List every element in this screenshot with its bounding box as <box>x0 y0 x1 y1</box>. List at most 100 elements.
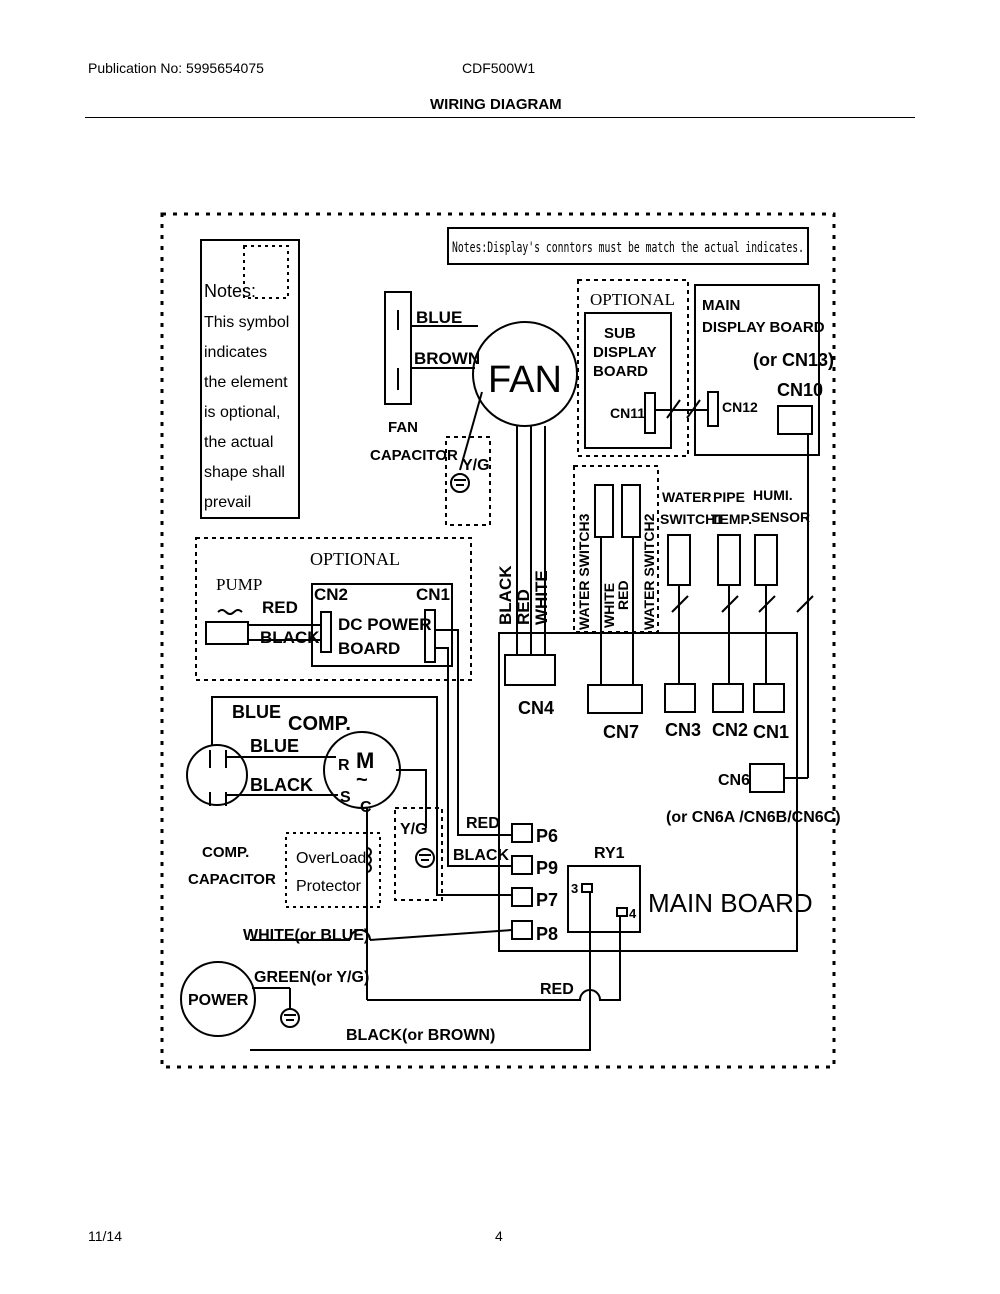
water-switch2 <box>621 484 641 538</box>
comp-s: S <box>340 789 351 806</box>
comp-c: C <box>360 799 372 816</box>
pump-optional-region <box>195 537 472 681</box>
fan-motor <box>472 321 578 427</box>
comp-black: BLACK <box>250 775 313 795</box>
notes-line: shape shall <box>204 464 285 481</box>
notes-line: prevail <box>204 494 251 511</box>
comp-capacitor-label: COMP. <box>202 844 249 861</box>
page-number: 4 <box>495 1228 503 1244</box>
notes-heading: Notes: <box>204 281 256 301</box>
cn3-connector <box>664 683 696 713</box>
comp-blue: BLUE <box>250 736 299 756</box>
fan-wire-brown: BROWN <box>414 349 480 368</box>
power-black-wire: BLACK(or BROWN) <box>346 1027 495 1044</box>
optional-symbol-sample <box>243 245 289 299</box>
relay-4-label: 4 <box>629 906 637 921</box>
fan-capacitor-label: FAN <box>388 419 418 436</box>
power-white-wire: WHITE(or BLUE) <box>243 927 369 944</box>
cn7-connector <box>587 684 643 714</box>
pump-wire-black: BLACK <box>260 628 320 647</box>
pump-cn2 <box>320 611 332 653</box>
notes-box <box>200 239 300 519</box>
footer-date: 11/14 <box>88 1228 122 1244</box>
or-cn13-label: (or CN13) <box>753 350 834 370</box>
cn10-connector <box>777 405 813 435</box>
humi-sensor <box>754 534 778 586</box>
pipe-temp-label: PIPE <box>713 489 745 505</box>
cn1-label: CN1 <box>753 722 789 742</box>
humi-label: HUMI. <box>753 487 793 503</box>
sub-display-label: BOARD <box>593 363 648 380</box>
pipe-temp-sensor <box>717 534 741 586</box>
cn12-connector <box>707 391 719 427</box>
cn10-label: CN10 <box>777 380 823 400</box>
cn11-connector <box>644 392 656 434</box>
pipe-temp-label: TEMP. <box>711 511 752 527</box>
pump-optional-label: OPTIONAL <box>310 549 400 569</box>
p7-terminal <box>511 887 533 907</box>
optional-display-region <box>577 279 689 457</box>
publication-number: Publication No: 5995654075 <box>88 60 264 76</box>
comp-ground-optional <box>394 807 443 901</box>
main-board <box>498 632 798 952</box>
top-note: Notes:Display's conntors must be match t… <box>452 240 804 256</box>
display-optional-label: OPTIONAL <box>590 290 675 309</box>
dc-board-label: BOARD <box>338 639 400 658</box>
comp-capacitor-label: CAPACITOR <box>188 871 276 888</box>
comp-label: COMP. <box>288 713 351 735</box>
cn6-connector <box>749 763 785 793</box>
comp-motor-m: M <box>356 748 374 773</box>
p6-terminal <box>511 823 533 843</box>
ry1-relay <box>567 865 641 933</box>
p8-terminal <box>511 920 533 940</box>
top-note-box <box>447 227 809 265</box>
relay-3-label: 3 <box>571 881 578 896</box>
comp-motor-tilde: ~ <box>356 769 368 791</box>
cn2-label: CN2 <box>712 720 748 740</box>
fan-capacitor-label: CAPACITOR <box>370 447 458 464</box>
sub-display-label: DISPLAY <box>593 344 657 361</box>
water-switch2-label: WATER SWITCH2 <box>641 513 657 630</box>
cn11-label: CN11 <box>610 405 645 421</box>
fan-wire-black: BLACK <box>496 565 515 625</box>
dc-cn2-label: CN2 <box>314 585 348 604</box>
pump-label: PUMP <box>216 575 262 594</box>
notes-line: indicates <box>204 344 267 361</box>
page-title: WIRING DIAGRAM <box>430 96 562 113</box>
fan-wire-white: WHITE <box>532 570 551 625</box>
main-display-label: MAIN <box>702 297 740 314</box>
fan-capacitor <box>384 291 412 405</box>
main-display-board <box>694 284 820 456</box>
water-switch1-label: WATER <box>662 489 712 505</box>
p6-wire-red: RED <box>466 815 500 832</box>
humi-label: SENSOR <box>751 509 810 525</box>
notes-line: the actual <box>204 434 273 451</box>
notes-line: the element <box>204 374 288 391</box>
p7-label: P7 <box>536 890 558 910</box>
power-red-wire: RED <box>540 981 574 998</box>
fan-label: FAN <box>488 359 562 401</box>
p8-label: P8 <box>536 924 558 944</box>
cn6-alt-label: (or CN6A /CN6B/CN6C) <box>666 809 841 826</box>
water-switch1-label: SWITCH1 <box>660 511 723 527</box>
cn6-label: CN6 <box>718 772 750 789</box>
comp-ground-label: Y/G <box>400 821 428 838</box>
ws-red-label: RED <box>615 580 631 610</box>
sub-display-board <box>584 312 672 449</box>
fan-wire-red: RED <box>514 589 533 625</box>
cn7-label: CN7 <box>603 722 639 742</box>
model-number: CDF500W1 <box>462 60 536 76</box>
overload-label: Protector <box>296 878 362 895</box>
fan-ground-optional <box>445 436 491 526</box>
water-switch1 <box>667 534 691 586</box>
ry1-label: RY1 <box>594 845 625 862</box>
notes-line: is optional, <box>204 404 281 421</box>
p9-terminal <box>511 855 533 875</box>
water-switch3 <box>594 484 614 538</box>
p9-wire-black: BLACK <box>453 847 509 864</box>
comp-blue-top: BLUE <box>232 702 281 722</box>
cn4-label: CN4 <box>518 698 554 718</box>
dc-cn1-label: CN1 <box>416 585 450 604</box>
dc-board-label: DC POWER <box>338 615 432 634</box>
